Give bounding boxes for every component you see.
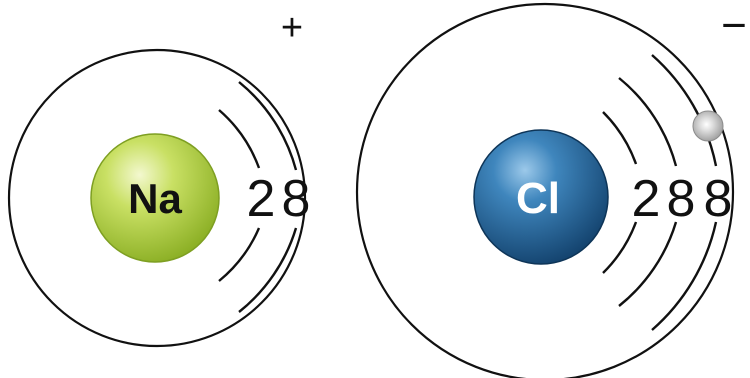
- chlorine-ion: Cl 2 8 8 −: [355, 1, 747, 378]
- sodium-shell-arc-2-upper: [238, 81, 298, 171]
- transferred-electron: [692, 110, 724, 142]
- chlorine-shell-arc-1-lower: [602, 221, 638, 274]
- chlorine-shell-arc-2-upper: [618, 77, 678, 167]
- sodium-ion: Na 2 8 +: [7, 7, 311, 348]
- sodium-shell-arc-2-lower: [238, 227, 298, 313]
- sodium-shell-count-2: 8: [282, 170, 311, 228]
- chlorine-shell-arc-3-lower: [651, 221, 718, 331]
- sodium-charge: +: [281, 7, 303, 49]
- chlorine-charge: −: [721, 1, 747, 50]
- sodium-nucleus: [90, 133, 220, 263]
- sodium-outer-boundary: [7, 48, 307, 348]
- chlorine-shell-arc-3-upper: [651, 54, 718, 167]
- chlorine-shell-arc-2-lower: [618, 221, 678, 307]
- chlorine-symbol: Cl: [516, 174, 560, 223]
- chlorine-shell-arc-1-upper: [602, 111, 638, 165]
- chlorine-shell-count-3: 8: [704, 170, 733, 228]
- chlorine-outer-boundary: [355, 2, 735, 378]
- chlorine-shell-count-2: 8: [667, 170, 696, 228]
- sodium-shell-count-1: 2: [247, 170, 276, 228]
- chlorine-shell-count-1: 2: [632, 170, 661, 228]
- sodium-symbol: Na: [128, 175, 182, 222]
- sodium-shell-arc-1-upper: [218, 109, 261, 169]
- sodium-shell-arc-1-lower: [218, 227, 261, 282]
- chlorine-nucleus: [473, 129, 609, 265]
